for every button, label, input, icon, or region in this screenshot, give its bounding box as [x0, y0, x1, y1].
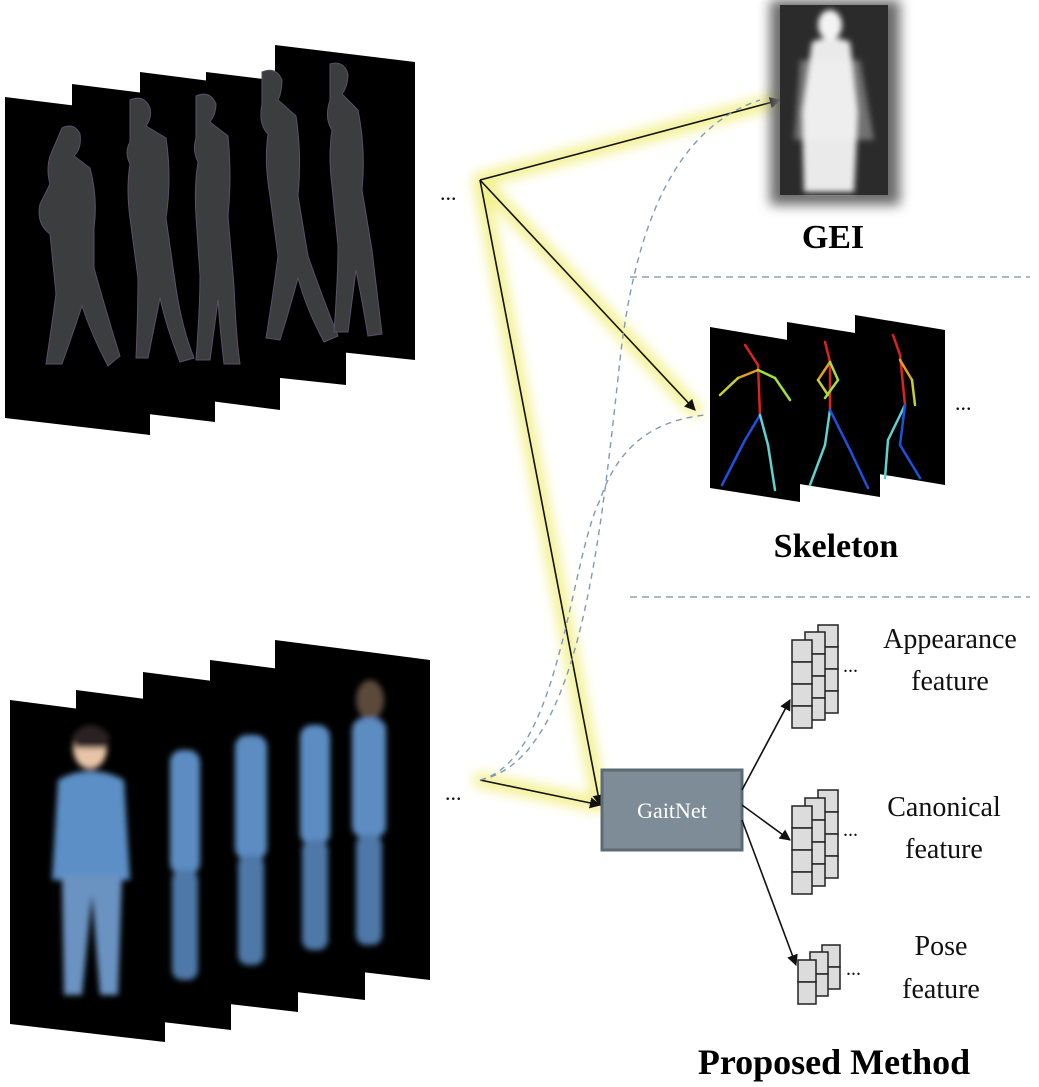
ellipsis-skeleton: ... [955, 390, 972, 415]
arrow-to-gaitnet-bottom [479, 779, 602, 809]
ellipsis-appearance: ... [843, 655, 858, 677]
skeleton-frame-2 [787, 322, 880, 497]
gei-label: GEI [802, 219, 864, 256]
walker-5 [326, 62, 383, 337]
pose-label-line1: Pose [915, 931, 968, 962]
skeleton-frame-1 [710, 327, 800, 502]
skeleton-frame-stack [710, 315, 945, 502]
rgb-frame-stack [10, 640, 430, 1042]
arrow-to-gei [479, 97, 782, 181]
front-walker [52, 725, 130, 995]
dashed-curve-skeleton [479, 414, 706, 781]
appearance-feature-blocks [791, 624, 839, 729]
arrow-appearance [741, 699, 791, 791]
gaitnet-box: GaitNet [600, 768, 744, 852]
gaitnet-label: GaitNet [637, 798, 707, 823]
silhouette-frame-stack [5, 45, 415, 435]
walker-2 [126, 97, 195, 363]
walker-1 [38, 125, 121, 367]
pose-label-line2: feature [902, 974, 980, 1005]
arrow-to-skeleton [479, 179, 696, 411]
appearance-label-line1: Appearance [883, 624, 1017, 655]
skeleton-label: Skeleton [774, 528, 899, 565]
arrow-pose [741, 819, 798, 967]
walker-4 [260, 69, 339, 343]
proposed-method-label: Proposed Method [698, 1042, 970, 1082]
canonical-label-line2: feature [905, 834, 983, 865]
arrow-canonical [741, 804, 791, 841]
appearance-label-line2: feature [911, 666, 989, 697]
feature-arrows [741, 699, 798, 967]
walker-3 [193, 93, 241, 365]
gei-image [770, 0, 900, 205]
pose-feature-blocks [797, 944, 841, 1005]
canonical-feature-blocks [791, 789, 839, 895]
ellipsis-canonical: ... [843, 819, 858, 841]
ellipsis-pose: ... [846, 958, 861, 980]
ellipsis-top: ... [440, 180, 457, 205]
canonical-label-line1: Canonical [887, 792, 1001, 823]
dashed-curves [479, 99, 761, 781]
arrow-to-gaitnet-top [479, 179, 604, 807]
ellipsis-bottom: ... [445, 780, 462, 805]
